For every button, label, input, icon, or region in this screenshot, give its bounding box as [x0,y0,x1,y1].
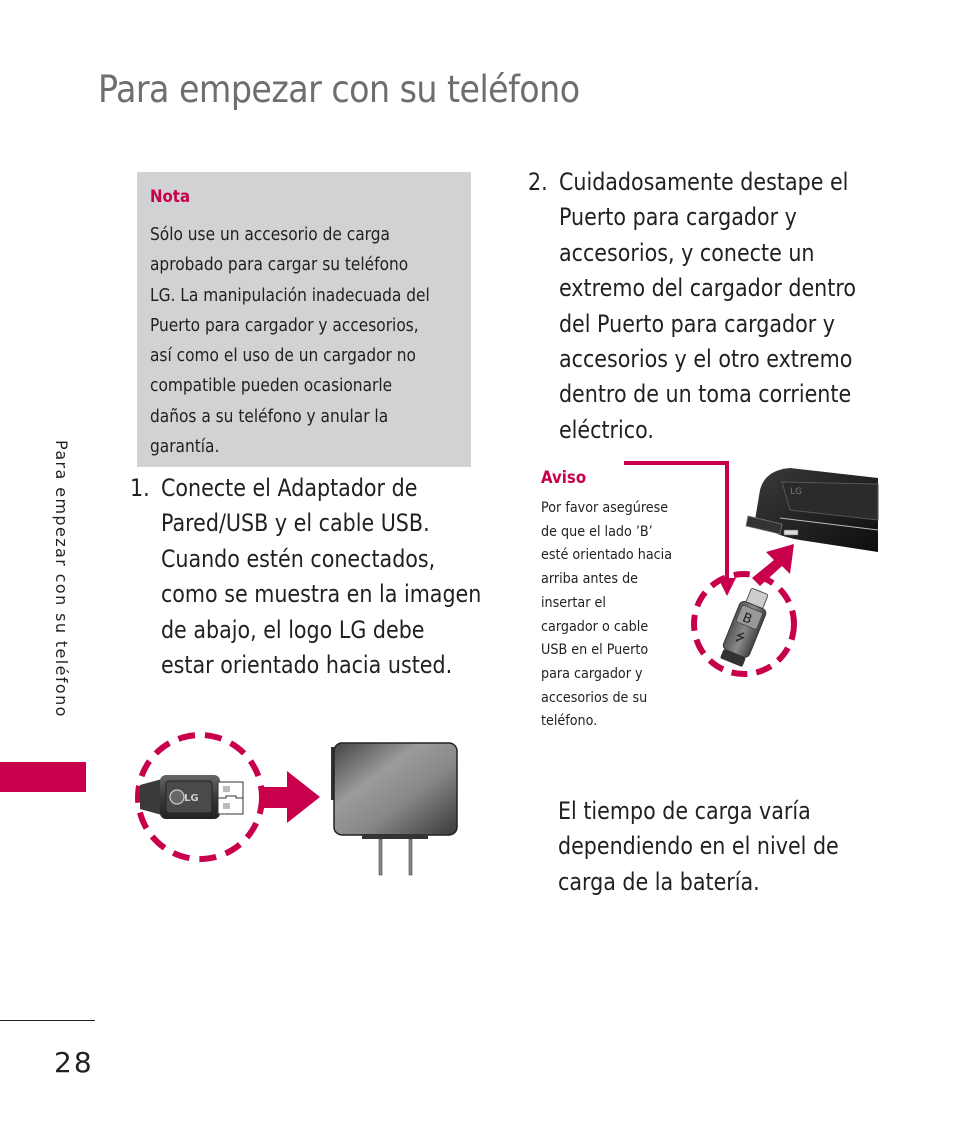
phone-icon: LG [745,468,879,552]
highlight-circle [135,732,265,862]
callout-arrowhead [718,578,736,596]
side-tab-label: Para empezar con su teléfono [52,440,71,718]
warning-line: teléfono. [541,713,598,730]
micro-usb-plug-icon: B ⭍ [720,588,769,667]
warning-line: accesorios de su [541,689,648,706]
warning-line: arriba antes de [541,571,639,588]
step-line: de abajo, el logo LG debe [160,615,425,644]
callout-line [624,461,729,585]
note-line: aprobado para cargar su teléfono [150,255,409,276]
note-body: Sólo use un accesorio de carga aprobado … [150,220,440,462]
adapter-usb-illustration: LG [135,732,458,876]
step-line: eléctrico. [558,415,654,444]
warning-line: de que el lado ’B’ [541,523,653,540]
charge-note-line: El tiempo de carga varía [558,797,811,825]
note-line: compatible pueden ocasionarle [150,376,393,397]
charging-time-note: El tiempo de carga varía dependiendo en … [558,794,839,900]
warning-line: USB en el Puerto [541,642,649,659]
step-line: accesorios y el otro extremo [558,345,853,374]
page-number: 28 [54,1046,94,1079]
note-box: Nota Sólo use un accesorio de carga apro… [137,172,471,467]
step-line: Cuando estén conectados, [160,544,436,573]
warning-line: para cargador y [541,665,643,682]
warning-line: cargador o cable [541,618,649,635]
charge-note-line: carga de la batería. [558,867,760,896]
step-line: como se muestra en la imagen [160,580,482,609]
warning-line: esté orientado hacia [541,547,673,564]
phone-charging-illustration: LG B ⭍ [624,461,879,677]
note-line: Puerto para cargador y accesorios, [150,315,419,336]
wall-adapter-icon [331,742,458,876]
step-line: Puerto para cargador y [558,203,797,232]
note-line: daños a su teléfono y anular la [150,406,389,427]
warning-line: insertar el [541,594,606,611]
usb-plug-icon: LG [140,775,244,819]
step-line: estar orientado hacia usted. [160,651,453,680]
step-number: 1. [130,474,150,502]
step-line: dentro de un toma corriente [558,380,852,409]
note-line: garantía. [150,437,220,458]
warning-line: Por favor asegúrese [541,500,669,516]
connect-arrow-icon [264,771,320,823]
side-tab-marker [0,762,86,792]
note-line: así como el uso de un cargador no [150,346,416,367]
step-line: accesorios, y conecte un [558,238,815,267]
note-title: Nota [150,187,191,207]
page-title: Para empezar con su teléfono [98,68,580,111]
usb-logo: LG [184,793,199,804]
highlight-circle [691,571,797,677]
step-1: 1. Conecte el Adaptador de Pared/USB y el… [130,471,481,683]
note-line: Sólo use un accesorio de carga [150,225,390,245]
svg-text:LG: LG [790,487,802,497]
note-line: LG. La manipulación inadecuada del [150,285,430,306]
step-line: Pared/USB y el cable USB. [160,509,430,538]
footer-divider [0,1020,95,1021]
charge-note-line: dependiendo en el nivel de [558,832,839,861]
warning-title: Aviso [541,468,587,488]
step-line: extremo del cargador dentro [558,274,857,303]
warning-body: Por favor asegúrese de que el lado ’B’ e… [541,497,672,734]
step-number: 2. [528,168,548,196]
step-line: Cuidadosamente destape el [558,168,849,196]
step-line: del Puerto para cargador y [558,309,835,338]
step-line: Conecte el Adaptador de [160,474,418,502]
step-2: 2. Cuidadosamente destape el Puerto para … [528,165,856,448]
svg-text:⭍: ⭍ [733,629,748,646]
